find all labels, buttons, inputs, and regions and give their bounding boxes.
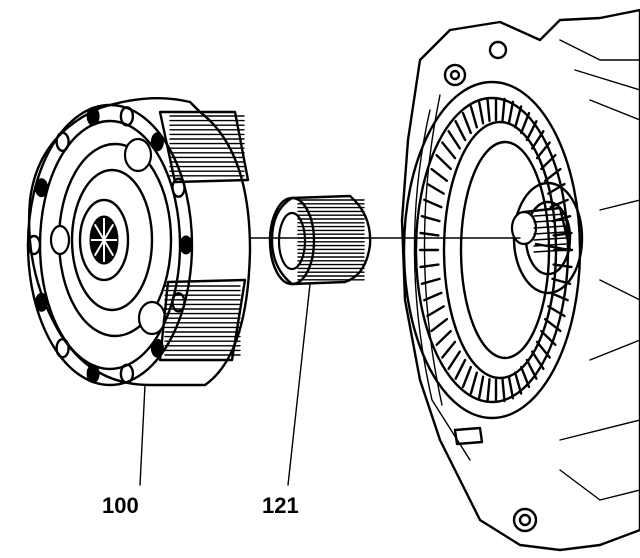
callout-label-100: 100 bbox=[102, 493, 139, 518]
sun-gear bbox=[268, 194, 372, 286]
planetary-carrier-assembly bbox=[26, 96, 252, 387]
leader-line-121 bbox=[287, 283, 311, 486]
leader-line-100 bbox=[139, 384, 146, 486]
case-ring-gear bbox=[402, 80, 584, 420]
callout-label-121: 121 bbox=[262, 493, 299, 518]
